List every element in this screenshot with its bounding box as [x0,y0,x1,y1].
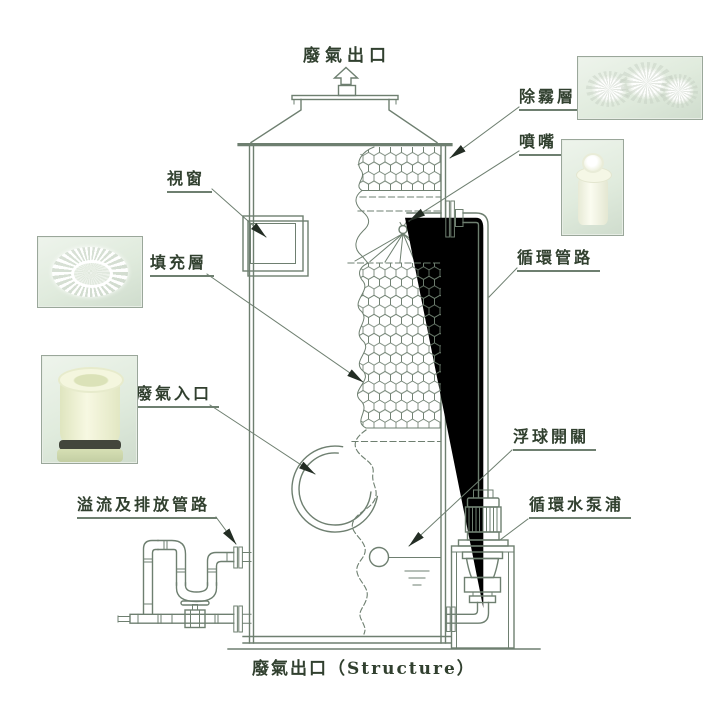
overflow-drain-label: 溢流及排放管路 [77,495,218,520]
circulation-pipe-leader [488,267,518,298]
gas-inlet-label: 廢氣入口 [136,384,220,409]
pump-frame [450,545,515,649]
valve-handle [180,600,210,606]
cylinder-top-shape [58,367,124,393]
gas-outlet-top-label: 廢氣出口 [303,46,391,66]
float-switch [368,546,442,568]
spray-nozzle [398,224,408,235]
inlet-leader [209,404,316,475]
pump-assembly [445,489,515,649]
circulation-pump-label: 循環水泵浦 [529,495,632,520]
cutaway-wave [351,429,377,635]
view-window [242,215,309,277]
window-leader [211,188,267,238]
nozzle-swirl-shape [582,153,604,173]
circulation-pipe [445,200,489,498]
cylinder-base-shape [57,449,123,462]
demister-leader [449,106,520,159]
pump-leader [499,518,529,541]
overflow-leader [215,516,237,545]
rosette-core-shape [71,260,113,288]
circulation-pipe-label: 循環管路 [517,248,601,273]
nozzle-leader [408,150,520,222]
spray-nozzle-photo [561,139,624,236]
spray-fan [354,232,442,263]
overflow-drain-piping [117,539,252,633]
nozzle-body-shape [578,177,608,225]
view-window-label: 視窗 [167,169,213,194]
packing-label: 填充層 [150,253,215,278]
pall-ring-shape [660,74,698,108]
demister-layer [356,146,442,192]
demister-label: 除霧層 [519,87,584,112]
packing-rosette-photo [37,236,143,308]
demister-media-photo [577,56,703,120]
packing-layer [347,262,442,443]
drain-valve [180,600,210,629]
float-leader [408,449,513,547]
packing-leader [206,273,364,383]
bottom-caption: 廢氣出口（Structure） [252,659,476,679]
gas-inlet-cylinder-photo [41,355,138,464]
float-ball [368,546,390,568]
cylinder-ring-shape [59,440,121,450]
leader-lines [206,106,529,547]
nozzle-label: 噴嘴 [519,132,565,157]
up-arrow-icon [332,66,360,86]
gas-inlet-port [291,445,379,533]
gas-outlet-stack [237,66,453,147]
float-switch-label: 浮球開關 [513,427,597,452]
water-level-icon [404,570,430,586]
